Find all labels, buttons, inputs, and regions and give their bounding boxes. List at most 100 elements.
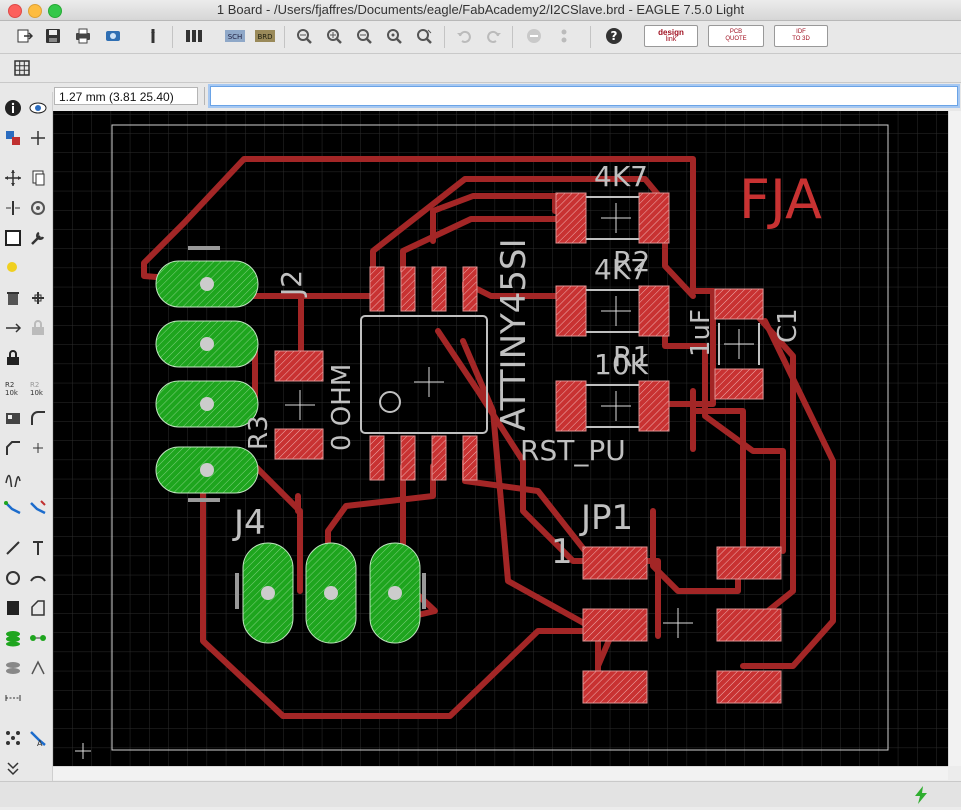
rotate-icon[interactable]: [28, 198, 48, 218]
r2-value-label: 4K7: [594, 160, 648, 193]
lock-icon[interactable]: [28, 318, 48, 338]
help-icon[interactable]: ?: [604, 26, 624, 46]
j2-label: J2: [275, 270, 308, 298]
show-icon[interactable]: [28, 98, 48, 118]
board-labels: FJA J2 J4 R3 0 OHM ATTINY45SI 4K7 R2 4K7…: [232, 160, 822, 572]
ratsnest-icon[interactable]: [3, 728, 23, 748]
grid-icon[interactable]: [12, 58, 32, 78]
optimize-icon[interactable]: [3, 438, 23, 458]
script-icon[interactable]: [143, 26, 163, 46]
svg-text:BRD: BRD: [257, 33, 272, 41]
title-bar: 1 Board - /Users/fjaffres/Documents/eagl…: [0, 0, 961, 21]
autoroute-icon[interactable]: A: [28, 728, 48, 748]
display-icon[interactable]: [3, 128, 23, 148]
rstpu-name-label: RST_PU: [520, 434, 626, 467]
r3-value-label: 0 OHM: [327, 364, 357, 451]
copy-icon[interactable]: [28, 168, 48, 188]
ripup-icon[interactable]: [3, 468, 23, 488]
component-outlines: [360, 196, 760, 434]
name-icon[interactable]: [3, 348, 23, 368]
connector-pads: [155, 246, 426, 644]
add-icon[interactable]: [28, 288, 48, 308]
route-icon[interactable]: [28, 438, 48, 458]
stop-icon[interactable]: [524, 26, 544, 46]
r1-name-label: R1: [613, 340, 650, 373]
r2-name-label: R2: [613, 245, 650, 278]
svg-text:?: ?: [611, 29, 618, 43]
sch-icon[interactable]: SCH: [224, 26, 246, 46]
layers-icon[interactable]: [184, 26, 204, 46]
save-icon[interactable]: [43, 26, 63, 46]
dimension-icon[interactable]: [3, 688, 23, 708]
delete-icon[interactable]: [3, 288, 23, 308]
command-input[interactable]: [210, 86, 958, 106]
r3-label: R3: [244, 415, 274, 450]
zoom-fit-icon[interactable]: [294, 26, 314, 46]
idf-line1: IDF: [796, 29, 806, 35]
pin1-label: 1: [551, 532, 573, 572]
minimize-window-button[interactable]: [28, 4, 42, 18]
info-icon[interactable]: [3, 98, 23, 118]
zoom-in-icon[interactable]: [324, 26, 344, 46]
idf-line2: TO 3D: [792, 36, 810, 42]
close-window-button[interactable]: [8, 4, 22, 18]
text-tool-icon[interactable]: [28, 498, 48, 518]
rect-icon[interactable]: [3, 598, 23, 618]
svg-text:A: A: [37, 739, 43, 747]
svg-text:R2: R2: [30, 381, 39, 389]
j4-label: J4: [232, 503, 266, 543]
rstpu-value-label: 10K: [594, 348, 649, 381]
ic-name-label: ATTINY45SI: [494, 238, 534, 431]
zoom-out-icon[interactable]: [354, 26, 374, 46]
zoom-redraw-icon[interactable]: [384, 26, 404, 46]
paste-icon[interactable]: [3, 258, 23, 278]
signal-icon[interactable]: [28, 628, 48, 648]
coordinate-display: 1.27 mm (3.81 25.40): [54, 87, 198, 105]
zoom-select-icon[interactable]: [414, 26, 434, 46]
board-canvas[interactable]: FJA J2 J4 R3 0 OHM ATTINY45SI 4K7 R2 4K7…: [53, 111, 948, 766]
maximize-window-button[interactable]: [48, 4, 62, 18]
wire-icon[interactable]: [3, 498, 23, 518]
group-icon[interactable]: [3, 228, 23, 248]
cam-icon[interactable]: [103, 26, 123, 46]
board-drawing[interactable]: FJA J2 J4 R3 0 OHM ATTINY45SI 4K7 R2 4K7…: [53, 111, 948, 766]
more-icon[interactable]: [3, 758, 23, 778]
brd-icon[interactable]: BRD: [254, 26, 276, 46]
replace-icon[interactable]: [3, 318, 23, 338]
pcbquote-line2: QUOTE: [725, 36, 747, 42]
polygon-icon[interactable]: [28, 598, 48, 618]
svg-text:10k: 10k: [5, 389, 19, 397]
open-icon[interactable]: [14, 26, 34, 46]
split-icon[interactable]: [28, 408, 48, 428]
circle-icon[interactable]: [3, 568, 23, 588]
change-icon[interactable]: [28, 228, 48, 248]
attribute-icon[interactable]: [28, 658, 48, 678]
redo-icon[interactable]: [484, 26, 504, 46]
via-icon[interactable]: [3, 628, 23, 648]
line-icon[interactable]: [3, 538, 23, 558]
vertical-scrollbar[interactable]: [948, 111, 961, 766]
miter-icon[interactable]: [3, 408, 23, 428]
c1-name-label: C1: [773, 308, 803, 343]
mirror-icon[interactable]: [3, 198, 23, 218]
text-icon[interactable]: [28, 538, 48, 558]
arc-icon[interactable]: [28, 568, 48, 588]
horizontal-scrollbar[interactable]: [53, 766, 948, 780]
go-icon[interactable]: [554, 26, 574, 46]
svg-text:R2: R2: [5, 381, 14, 389]
move-icon[interactable]: [3, 168, 23, 188]
hole-icon[interactable]: [3, 658, 23, 678]
designlink-line1: design: [658, 28, 684, 37]
grid-toolbar: [0, 54, 961, 83]
undo-icon[interactable]: [454, 26, 474, 46]
lightning-icon[interactable]: [912, 785, 930, 810]
mark-icon[interactable]: [28, 128, 48, 148]
print-icon[interactable]: [73, 26, 93, 46]
